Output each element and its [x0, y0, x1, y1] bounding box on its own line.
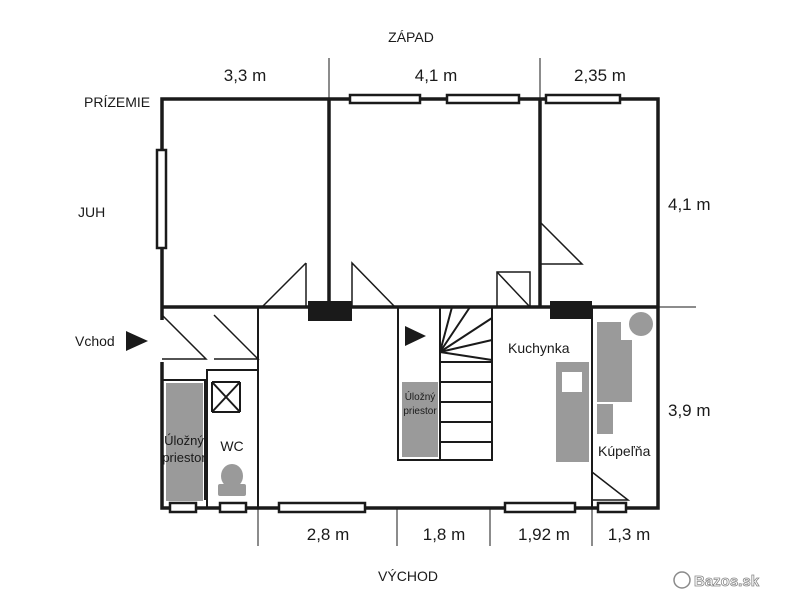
- dim-right-1: 4,1 m: [668, 195, 711, 214]
- watermark-logo-icon: [673, 571, 691, 589]
- door-swings: [161, 221, 631, 501]
- dim-top-2: 4,1 m: [415, 66, 458, 85]
- dimension-lines: [257, 58, 696, 546]
- dim-top-3: 2,35 m: [574, 66, 626, 85]
- window-top-3: [544, 93, 622, 105]
- entrance-label: Vchod: [75, 333, 115, 349]
- bath-sink: [597, 404, 613, 434]
- bath-boiler: [629, 312, 653, 336]
- stair-direction-arrow: [405, 326, 426, 346]
- windows: [155, 93, 628, 514]
- door-room1: [262, 263, 307, 308]
- kitchenette-label: Kuchynka: [508, 340, 570, 356]
- dim-bottom-1: 2,8 m: [307, 525, 350, 544]
- bath-cabinet: [618, 340, 632, 402]
- stove-burner: [562, 372, 582, 392]
- wc-label: WC: [220, 438, 243, 454]
- storage-stair-label-2: priestor: [403, 406, 437, 417]
- window-bottom-2: [218, 501, 248, 514]
- dim-top-1: 3,3 m: [224, 66, 267, 85]
- window-top-2: [445, 93, 521, 105]
- entrance-opening: [158, 320, 167, 362]
- window-bottom-4: [503, 501, 577, 514]
- chimney-block-2: [550, 301, 592, 319]
- door-room3a: [496, 271, 531, 307]
- compass-south-label: JUH: [78, 204, 105, 220]
- dim-bottom-4: 1,3 m: [608, 525, 651, 544]
- compass-east-label: VÝCHOD: [378, 568, 438, 584]
- interior-thin-walls: [162, 307, 593, 508]
- storage-left-label-2: priestor: [162, 450, 206, 465]
- storage-left-label-1: Úložný: [164, 433, 204, 448]
- door-bath: [591, 471, 631, 501]
- door-hall: [213, 314, 260, 360]
- door-room3b: [539, 221, 584, 265]
- compass-west-label: ZÁPAD: [388, 29, 434, 45]
- staircase: [439, 306, 493, 460]
- storage-stair-label-1: Úložný: [405, 390, 436, 403]
- wc-toilet-bowl: [221, 464, 243, 488]
- window-bottom-5: [596, 501, 628, 514]
- window-left: [155, 148, 168, 250]
- chimney-block-1: [308, 301, 352, 321]
- watermark-text: Bazos.sk: [694, 573, 760, 590]
- window-bottom-1: [168, 501, 198, 514]
- dim-right-2: 3,9 m: [668, 401, 711, 420]
- gray-fixtures: [166, 312, 653, 501]
- floor-label: PRÍZEMIE: [84, 94, 150, 110]
- storage-left-fill: [166, 383, 203, 501]
- bathroom-label: Kúpeľňa: [598, 443, 651, 459]
- dim-bottom-2: 1,8 m: [423, 525, 466, 544]
- bazos-watermark: Bazos.sk: [673, 571, 760, 590]
- bathtub: [597, 322, 621, 402]
- entrance-arrow: [126, 331, 148, 351]
- door-entrance: [161, 314, 208, 360]
- dim-bottom-3: 1,92 m: [518, 525, 570, 544]
- wc-toilet-tank: [218, 484, 246, 496]
- window-top-1: [348, 93, 422, 105]
- storage-stair-fill: [402, 382, 438, 457]
- door-room2: [351, 261, 396, 308]
- window-bottom-3: [277, 501, 367, 514]
